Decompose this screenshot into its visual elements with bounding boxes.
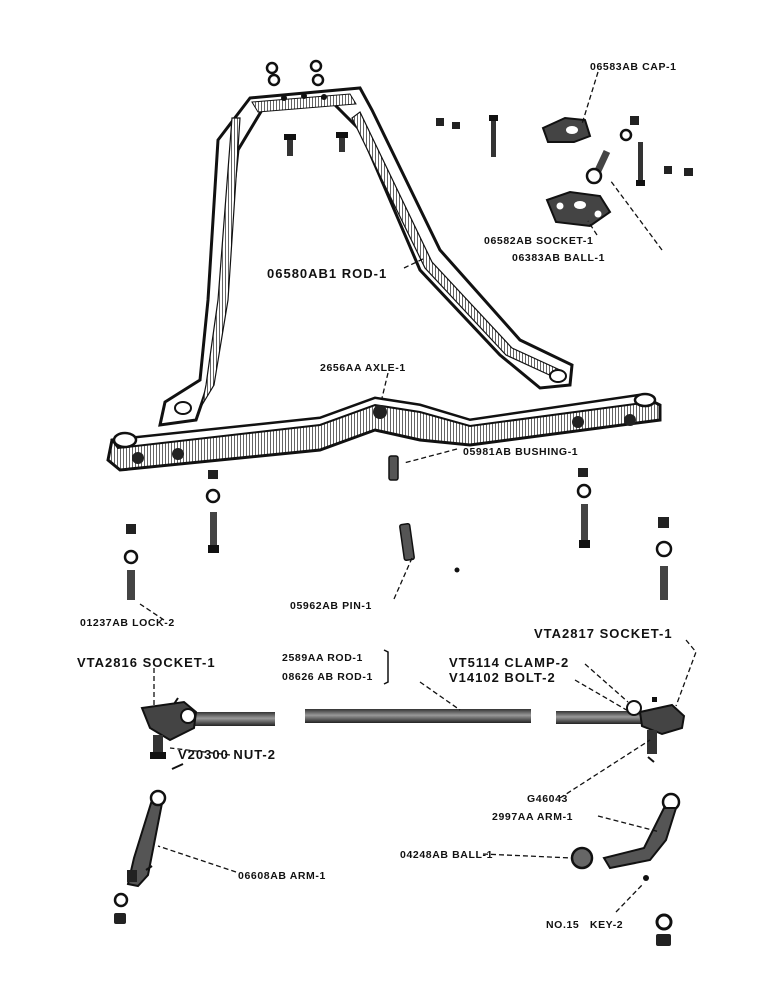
label-ball-lower: 04248AB BALL-1	[400, 849, 493, 861]
socket-cap-assembly	[436, 115, 693, 228]
label-tie-rod-1: 2589AA ROD-1	[282, 652, 363, 664]
label-tie-rod-2: 08626 AB ROD-1	[282, 671, 373, 683]
front-axle	[106, 392, 662, 472]
label-socket-top: 06582AB SOCKET-1	[484, 235, 593, 247]
label-fitting: G46043	[527, 793, 568, 805]
label-bolt: V14102 BOLT-2	[449, 670, 556, 685]
label-arm-right: 2997AA ARM-1	[492, 811, 573, 823]
label-ball-top: 06383AB BALL-1	[512, 252, 605, 264]
label-key: NO.15 KEY-2	[546, 919, 623, 931]
label-nut: V20300 NUT-2	[178, 747, 276, 762]
bushing-part	[388, 455, 399, 481]
label-cap: 06583AB CAP-1	[590, 61, 677, 73]
radius-rod	[158, 86, 574, 427]
label-lock: 01237AB LOCK-2	[80, 617, 175, 629]
tie-rod-assembly	[140, 697, 686, 770]
label-clamp: VT5114 CLAMP-2	[449, 655, 569, 670]
label-arm-left: 06608AB ARM-1	[238, 870, 326, 882]
label-bushing: 05981AB BUSHING-1	[463, 446, 578, 458]
label-axle: 2656AA AXLE-1	[320, 362, 406, 374]
label-socket-right: VTA2817 SOCKET-1	[534, 626, 673, 641]
label-pin: 05962AB PIN-1	[290, 600, 372, 612]
label-socket-left: VTA2816 SOCKET-1	[77, 655, 216, 670]
label-radius-rod: 06580AB1 ROD-1	[267, 266, 387, 281]
left-arm	[113, 789, 167, 924]
callout-labels: 06583AB CAP-1 06582AB SOCKET-1 06383AB B…	[77, 61, 677, 931]
axle-fasteners	[123, 468, 673, 600]
top-nuts	[265, 59, 325, 87]
plate-bolts	[284, 132, 348, 156]
right-arm	[570, 792, 681, 946]
leader-lines	[139, 71, 697, 913]
